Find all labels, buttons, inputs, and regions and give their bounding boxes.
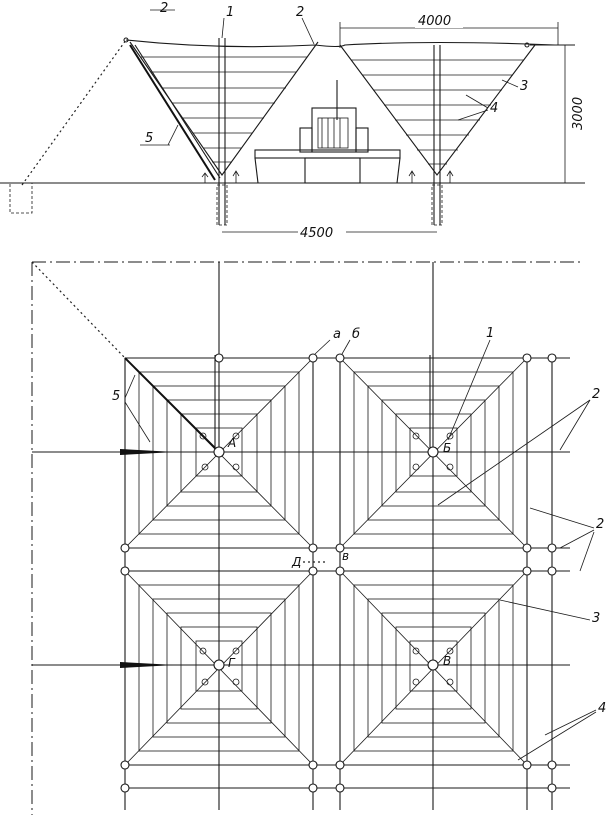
dim-4000: 4000 — [418, 14, 451, 29]
side-label-4: 4 — [490, 101, 498, 116]
plan-guy-wire — [31, 261, 126, 359]
brace-5 — [129, 44, 216, 181]
left-anchor-bottom — [120, 662, 175, 668]
ground-anchor — [9, 182, 33, 214]
plan-brace-5 — [124, 357, 216, 449]
plan-callout-2b: 2 — [596, 517, 604, 532]
plan-callout-4: 4 — [598, 701, 606, 716]
left-cone — [129, 41, 319, 176]
plan-view: А Б Г В Д в а б 1 2 2 3 4 5 — [31, 261, 606, 815]
grid-nodes — [120, 353, 557, 793]
left-anchor-top — [120, 449, 175, 455]
right-cone — [339, 44, 536, 176]
tractor-machine — [254, 80, 401, 184]
mast-letter-B: Б — [443, 441, 451, 455]
top-label-b: б — [352, 327, 360, 342]
dim-4500: 4500 — [300, 226, 333, 241]
plan-callout-3: 3 — [592, 611, 600, 626]
cable-clip — [524, 42, 530, 48]
center-letter-D: Д — [291, 555, 301, 569]
label-2-cable: 2 — [160, 1, 168, 16]
plan-callout-5: 5 — [112, 389, 120, 404]
top-label-a: а — [333, 327, 341, 342]
mast-letter-G: Г — [228, 656, 236, 670]
mast-letter-A: А — [227, 436, 236, 450]
side-label-1: 1 — [226, 5, 234, 20]
side-label-3: 3 — [520, 79, 528, 94]
side-label-2: 2 — [296, 5, 304, 20]
dim-3000: 3000 — [571, 97, 586, 130]
plants — [201, 170, 454, 183]
top-cable — [125, 39, 556, 48]
cable-clip — [123, 37, 129, 43]
center-letter-v: в — [342, 549, 349, 563]
plant-symbols — [199, 432, 454, 686]
mast-letter-V: В — [443, 654, 451, 668]
side-view: 4000 3000 4500 2 1 2 3 4 5 — [0, 1, 586, 241]
plan-callout-1: 1 — [486, 326, 494, 341]
grid-horizontals — [32, 357, 570, 789]
guy-wire — [21, 39, 127, 186]
plan-callout-2a: 2 — [592, 387, 600, 402]
side-label-5: 5 — [145, 131, 153, 146]
